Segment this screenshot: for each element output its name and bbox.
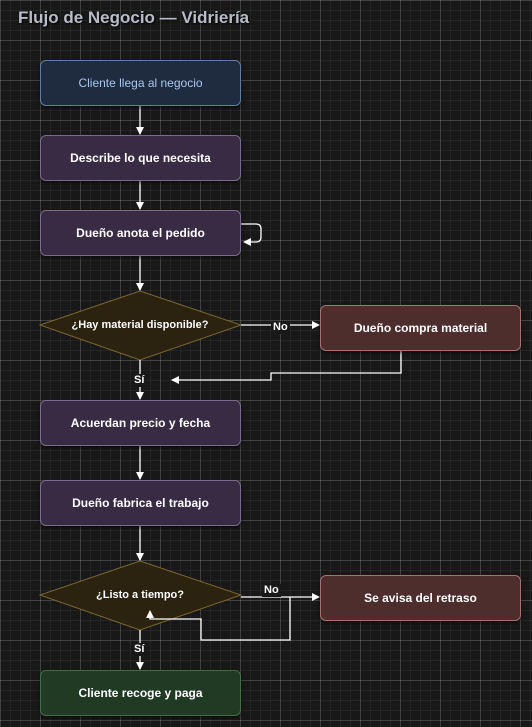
edge-avisa-return bbox=[146, 597, 291, 641]
edge-label-tiempo-si: Sí bbox=[132, 643, 147, 656]
node-fabrica[interactable]: Dueño fabrica el trabajo bbox=[40, 480, 241, 526]
edge-label-material-no: No bbox=[271, 321, 290, 334]
edge-compra-return bbox=[171, 350, 402, 384]
node-acuerdan[interactable]: Acuerdan precio y fecha bbox=[40, 400, 241, 446]
edge-label-tiempo-no: No bbox=[262, 584, 281, 597]
node-anota[interactable]: Dueño anota el pedido bbox=[40, 210, 241, 256]
decision-hay-material[interactable]: ¿Hay material disponible? bbox=[71, 319, 209, 331]
node-cliente-llega[interactable]: Cliente llega al negocio bbox=[40, 60, 241, 106]
node-recoge-paga[interactable]: Cliente recoge y paga bbox=[40, 670, 241, 716]
edge-label-material-si: Sí bbox=[132, 374, 147, 387]
edge-anota-self-loop bbox=[241, 223, 262, 246]
node-compra-material[interactable]: Dueño compra material bbox=[320, 305, 521, 351]
decision-listo-tiempo[interactable]: ¿Listo a tiempo? bbox=[96, 589, 184, 601]
node-avisa-retraso[interactable]: Se avisa del retraso bbox=[320, 575, 521, 621]
diagram-title: Flujo de Negocio — Vidriería bbox=[18, 8, 250, 27]
node-describe[interactable]: Describe lo que necesita bbox=[40, 135, 241, 181]
